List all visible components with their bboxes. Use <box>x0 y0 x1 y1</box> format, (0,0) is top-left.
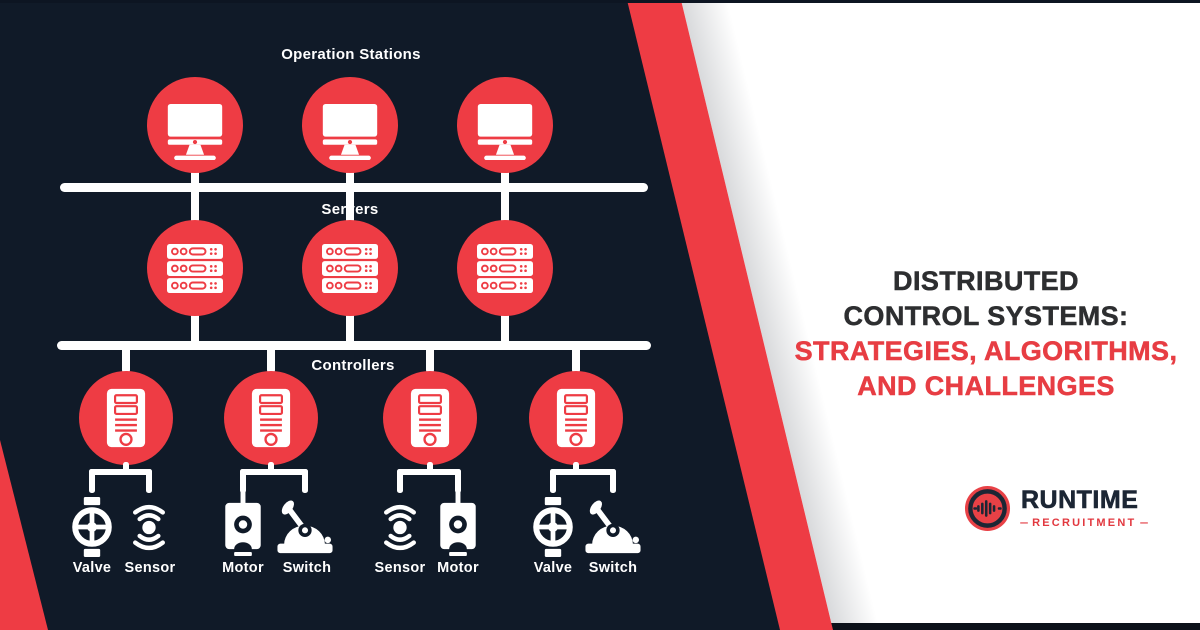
connector-line <box>191 165 199 189</box>
bracket-drop <box>302 469 308 493</box>
bracket-stem <box>123 462 129 472</box>
bracket-stem <box>573 462 579 472</box>
runtime-logo: RUNTIME – RECRUITMENT – <box>964 485 1149 532</box>
top-edge-strip <box>0 0 1200 3</box>
connector-line <box>346 186 354 224</box>
logo-tagline: – RECRUITMENT – <box>1019 517 1149 529</box>
operation-station-node <box>457 77 553 173</box>
connector-line <box>501 312 509 346</box>
connector-line <box>501 165 509 189</box>
monitor-icon <box>167 103 223 161</box>
connector-line <box>267 346 275 374</box>
device-label: Sensor <box>374 560 426 576</box>
logo-text: RUNTIME – RECRUITMENT – <box>1019 486 1149 529</box>
monitor-icon <box>477 103 533 161</box>
logo-name: RUNTIME <box>1021 486 1139 514</box>
server-rack-icon <box>322 243 378 293</box>
bracket-drop <box>146 469 152 493</box>
device-label: Valve <box>72 560 112 576</box>
monitor-icon <box>322 103 378 161</box>
switch-icon <box>585 500 641 554</box>
controller-tower-icon <box>410 388 450 448</box>
valve-icon <box>72 497 112 557</box>
bracket-bar <box>397 469 461 475</box>
logo-tagline-text: RECRUITMENT <box>1032 517 1137 529</box>
controller-node <box>529 371 623 465</box>
controller-tower-icon <box>251 388 291 448</box>
connector-line <box>346 165 354 189</box>
device-label: Valve <box>533 560 573 576</box>
title-line-1: DISTRIBUTED <box>893 266 1079 297</box>
network-bus-1 <box>60 183 648 192</box>
sensor-icon <box>384 504 416 551</box>
controller-node <box>383 371 477 465</box>
controller-tower-icon <box>106 388 146 448</box>
switch-icon <box>277 500 333 554</box>
motor-icon <box>225 491 261 556</box>
title-line-3: STRATEGIES, ALGORITHMS, <box>794 336 1178 367</box>
bracket-drop <box>455 469 461 493</box>
title-line-2: CONTROL SYSTEMS: <box>843 301 1129 332</box>
connector-line <box>501 186 509 224</box>
controller-node <box>79 371 173 465</box>
bracket-bar <box>240 469 308 475</box>
connector-line <box>572 346 580 374</box>
connector-line <box>346 312 354 346</box>
sensor-icon <box>133 504 165 551</box>
network-bus-2 <box>57 341 651 350</box>
bracket-bar <box>89 469 152 475</box>
bracket-drop <box>397 469 403 493</box>
connector-line <box>426 346 434 374</box>
bracket-drop <box>89 469 95 493</box>
device-label: Switch <box>282 560 332 576</box>
connector-line <box>191 186 199 224</box>
level-label-controllers: Controllers <box>311 357 395 374</box>
device-label: Motor <box>222 560 264 576</box>
runtime-logo-icon <box>964 485 1011 532</box>
server-node <box>147 220 243 316</box>
logo-dash-left: – <box>1019 517 1029 529</box>
server-rack-icon <box>477 243 533 293</box>
connector-line <box>191 312 199 346</box>
bracket-stem <box>268 462 274 472</box>
bracket-bar <box>550 469 616 475</box>
controller-tower-icon <box>556 388 596 448</box>
server-node <box>302 220 398 316</box>
logo-dash-right: – <box>1140 517 1149 529</box>
bracket-drop <box>240 469 246 493</box>
valve-icon <box>533 497 573 557</box>
operation-station-node <box>147 77 243 173</box>
level-label-operation-stations: Operation Stations <box>281 46 421 63</box>
connector-line <box>122 346 130 374</box>
bracket-drop <box>610 469 616 493</box>
server-rack-icon <box>167 243 223 293</box>
title-line-4: AND CHALLENGES <box>857 371 1115 402</box>
device-label: Sensor <box>124 560 176 576</box>
device-label: Switch <box>588 560 638 576</box>
motor-icon <box>440 491 476 556</box>
bracket-stem <box>427 462 433 472</box>
page-title: DISTRIBUTED CONTROL SYSTEMS: STRATEGIES,… <box>786 264 1186 404</box>
controller-node <box>224 371 318 465</box>
bracket-drop <box>550 469 556 493</box>
operation-station-node <box>302 77 398 173</box>
server-node <box>457 220 553 316</box>
device-label: Motor <box>437 560 479 576</box>
bottom-edge-strip <box>800 623 1200 630</box>
